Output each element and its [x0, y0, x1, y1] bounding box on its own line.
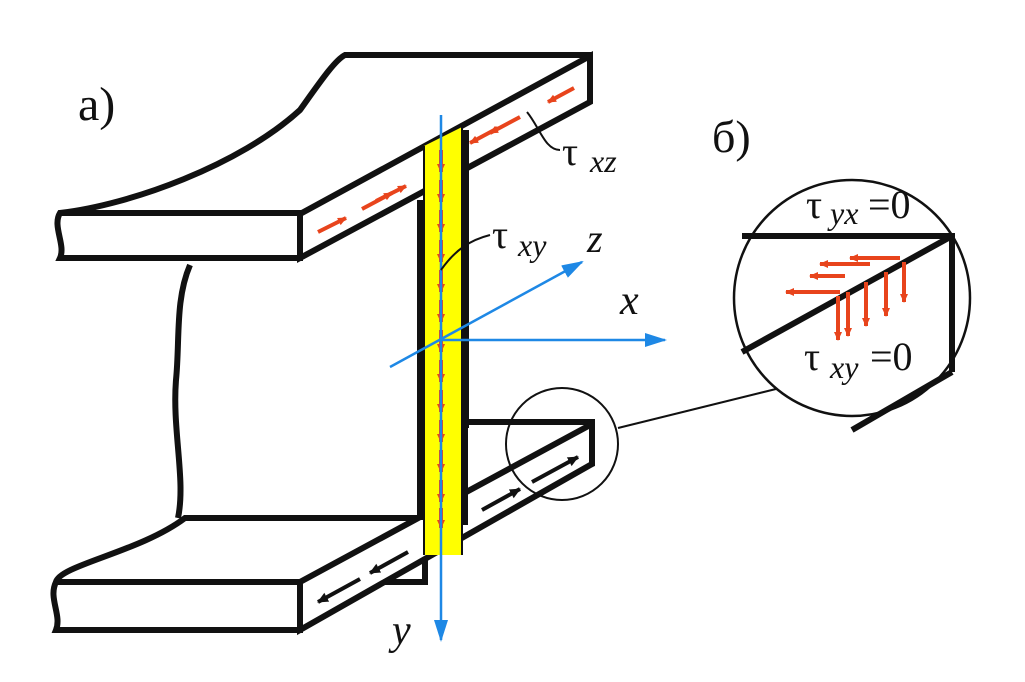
svg-text:xy: xy [517, 227, 547, 263]
label-axis-y: y [388, 608, 411, 654]
svg-text:xz: xz [589, 143, 617, 179]
label-axis-x: x [619, 278, 639, 324]
web-left-edge [172, 263, 193, 519]
top-flange-shear-arrows [317, 86, 575, 234]
label-tau-xy: τ xy [492, 212, 547, 263]
bottom-flange-shear-arrows [317, 455, 579, 604]
label-part-b: б) [712, 111, 751, 162]
svg-text:xy: xy [829, 349, 859, 385]
tau-xz-leader [526, 111, 561, 151]
detail-marker-circle [505, 387, 619, 501]
top-flange-front-face [54, 210, 303, 261]
svg-text:=0: =0 [868, 182, 911, 227]
svg-text:τ: τ [804, 334, 820, 379]
label-axis-z: z [586, 216, 603, 261]
svg-text:=0: =0 [870, 334, 913, 379]
detail-connector-line [617, 387, 781, 429]
z-axis [389, 260, 584, 369]
svg-text:τ: τ [562, 129, 578, 174]
detail-view [732, 178, 972, 433]
bottom-flange-front-face [50, 579, 303, 633]
svg-text:τ: τ [806, 182, 822, 227]
top-flange [54, 50, 593, 264]
svg-text:yx: yx [827, 195, 858, 231]
label-tau-yx-zero: τ yx =0 [806, 182, 911, 231]
label-part-a: а) [78, 78, 115, 131]
tau-xy-leader [440, 234, 491, 271]
detail-slant-edge-lower [850, 369, 954, 433]
label-tau-xy-zero: τ xy =0 [804, 334, 913, 385]
coordinate-axes [389, 115, 667, 642]
svg-text:τ: τ [492, 212, 508, 257]
label-tau-xz: τ xz [562, 129, 617, 179]
top-flange-top-surface [59, 52, 593, 218]
